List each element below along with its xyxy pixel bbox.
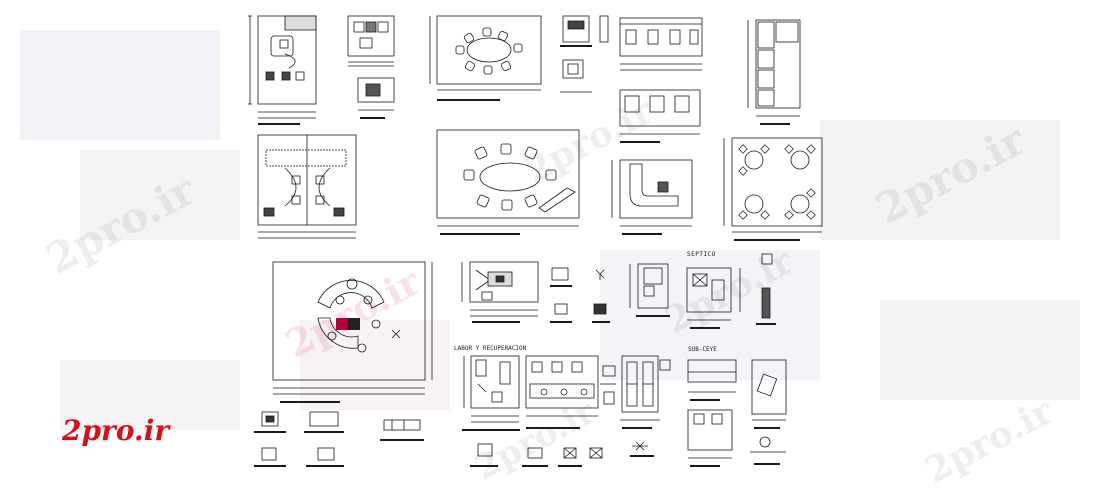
meeting-room-1 xyxy=(429,15,542,101)
closet-plan xyxy=(747,19,801,125)
furniture-details xyxy=(254,411,603,467)
meeting-room-2 xyxy=(436,129,580,235)
cabinet-detail xyxy=(629,263,670,317)
locker-unit xyxy=(620,355,671,457)
labor-recovery-room: LABOR Y RECUPERACION xyxy=(454,345,616,431)
small-room-plans xyxy=(347,15,395,119)
septico-room: SEPTICO xyxy=(686,251,776,329)
label-subceye: SUB-CEYE xyxy=(688,346,717,353)
office-plan-2 xyxy=(257,134,357,239)
office-plan-1 xyxy=(248,15,317,125)
equipment-details-1 xyxy=(560,15,609,93)
waiting-room-1 xyxy=(619,17,703,143)
site-logo: 2pro.ir xyxy=(62,414,170,447)
nursing-station xyxy=(461,261,610,323)
sub-ceye-room: SUB-CEYE xyxy=(687,346,787,467)
label-labor: LABOR Y RECUPERACION xyxy=(454,345,527,352)
reception-desk xyxy=(611,159,693,235)
circular-workstation xyxy=(272,261,433,403)
label-septico: SEPTICO xyxy=(687,251,716,258)
cafeteria-tables xyxy=(723,137,823,241)
